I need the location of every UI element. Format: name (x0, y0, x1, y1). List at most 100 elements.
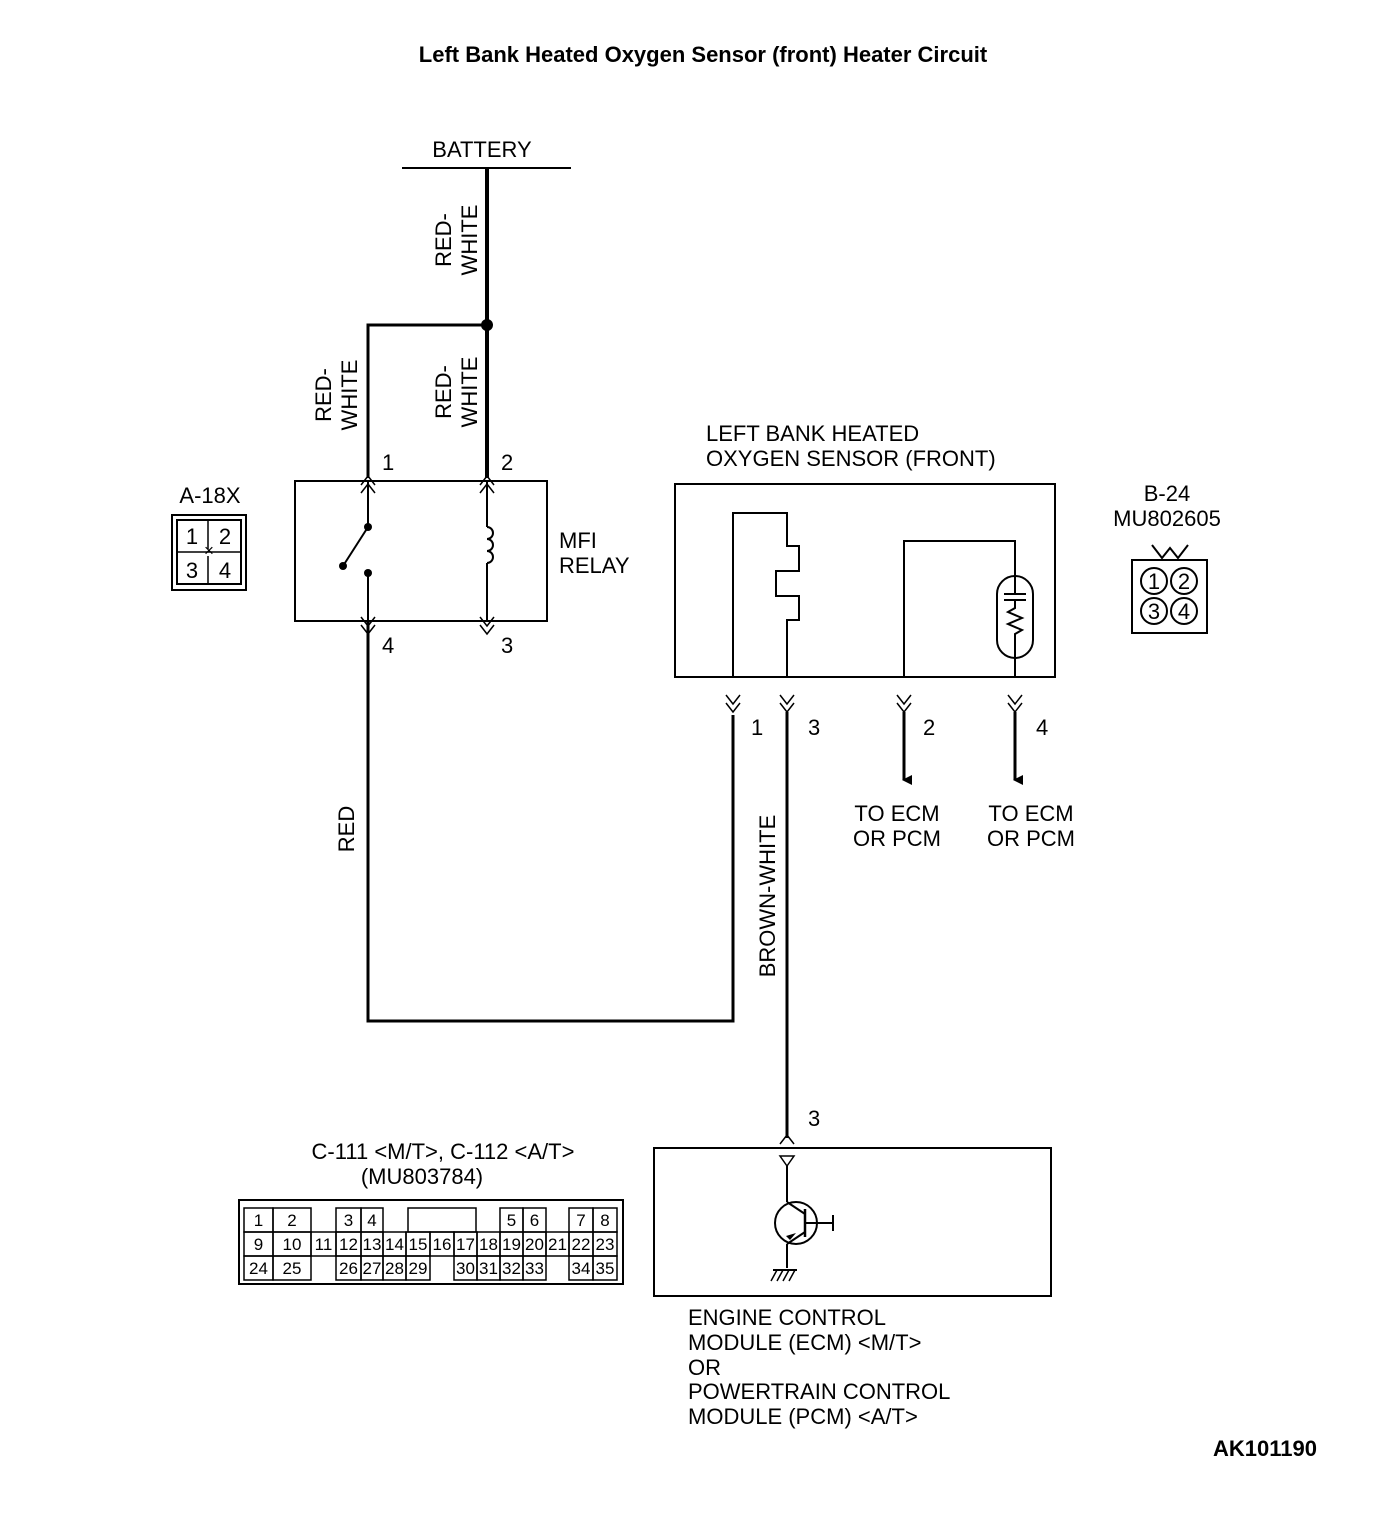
c111-pin-label: 1 (254, 1211, 263, 1230)
sensor-element-icon (996, 571, 1034, 677)
ecm-label-line4: POWERTRAIN CONTROL (688, 1379, 950, 1404)
a18x-pin1: 1 (186, 524, 198, 549)
red-wire (366, 621, 735, 1023)
relay-pin1-label: 1 (382, 450, 394, 475)
ecm-label-line3: OR (688, 1355, 721, 1380)
c111-pin-label: 32 (502, 1259, 521, 1278)
relay-switch-blade (342, 526, 369, 567)
connector-a18x-icon: × (171, 514, 247, 591)
wire-label-brown-white: BROWN-WHITE (755, 815, 780, 978)
c111-pin-label: 25 (283, 1259, 302, 1278)
to-ecm-a-line2: OR PCM (853, 826, 941, 851)
connector-c111-part: (MU803784) (361, 1164, 483, 1189)
ecm-label-line5: MODULE (PCM) <A/T> (688, 1404, 918, 1429)
sensor-box (674, 483, 1056, 678)
ecm-box (653, 1147, 1052, 1297)
c111-pin-label: 24 (249, 1259, 268, 1278)
wire-label-relay-pin2: RED- WHITE (431, 357, 482, 428)
c111-pin-label: 7 (576, 1211, 585, 1230)
ecm-pin3-label: 3 (808, 1106, 820, 1131)
connector-b24-label: B-24 (1144, 481, 1190, 506)
a18x-pin3: 3 (186, 558, 198, 583)
connector-b24-part: MU802605 (1113, 506, 1221, 531)
svg-text:RED-: RED- (311, 368, 336, 422)
svg-text:WHITE: WHITE (457, 205, 482, 276)
diagram-title: Left Bank Heated Oxygen Sensor (front) H… (419, 42, 988, 67)
sensor-pin2-label: 2 (923, 715, 935, 740)
relay-label-line2: RELAY (559, 553, 630, 578)
relay-pin4-label: 4 (382, 633, 394, 658)
mfi-relay-box (294, 480, 548, 622)
sensor-pin1-label: 1 (751, 715, 763, 740)
sensor-pin4-label: 4 (1036, 715, 1048, 740)
c111-pin-label: 14 (385, 1235, 404, 1254)
svg-text:RED-: RED- (431, 365, 456, 419)
svg-text:RED-: RED- (431, 213, 456, 267)
c111-pin-label: 2 (287, 1211, 296, 1230)
c111-key-block (407, 1207, 477, 1233)
c111-pin-cell (592, 1255, 618, 1281)
c111-pin-cell (522, 1255, 547, 1281)
wire-label-red: RED (334, 806, 359, 852)
c111-pin-label: 34 (572, 1259, 591, 1278)
sensor-pin3-terminal (779, 694, 795, 714)
to-ecm-b-line2: OR PCM (987, 826, 1075, 851)
wire-label-relay-pin1: RED- WHITE (311, 360, 362, 431)
ecm-label-line2: MODULE (ECM) <M/T> (688, 1330, 921, 1355)
c111-pin-label: 5 (507, 1211, 516, 1230)
sensor-pin3-label: 3 (808, 715, 820, 740)
ecm-label-line1: ENGINE CONTROL (688, 1305, 886, 1330)
figure-code: AK101190 (1213, 1436, 1317, 1461)
c111-pin-label: 16 (433, 1235, 452, 1254)
c111-pin-cell (272, 1255, 312, 1281)
c111-pin-label: 4 (367, 1211, 376, 1230)
c111-pin-label: 29 (409, 1259, 428, 1278)
relay-coil-icon (486, 526, 494, 564)
sensor-pin4-terminal (1007, 694, 1023, 714)
ecm-pin3-terminal (779, 1133, 795, 1145)
c111-pin-label: 19 (502, 1235, 521, 1254)
svg-text:WHITE: WHITE (337, 360, 362, 431)
relay-pin1-wire (366, 323, 487, 478)
c111-pin-label: 11 (315, 1235, 333, 1254)
heater-element-icon (732, 512, 800, 677)
svg-text:BROWN-WHITE: BROWN-WHITE (755, 815, 780, 978)
svg-text:WHITE: WHITE (457, 357, 482, 428)
c111-pin-label: 8 (600, 1211, 609, 1230)
c111-pin-label: 35 (596, 1259, 615, 1278)
c111-pin-label: 10 (283, 1235, 302, 1254)
connector-c111-title: C-111 <M/T>, C-112 <A/T> (312, 1139, 575, 1164)
b24-pin3: 3 (1148, 599, 1160, 624)
c111-pin-label: 27 (363, 1259, 382, 1278)
ground-icon (770, 1269, 797, 1282)
b24-pin1: 1 (1148, 569, 1160, 594)
c111-pin-label: 18 (479, 1235, 498, 1254)
relay-label-line1: MFI (559, 528, 597, 553)
c111-pin-cell (405, 1255, 431, 1281)
relay-pin3-label: 3 (501, 633, 513, 658)
c111-pin-label: 6 (530, 1211, 539, 1230)
sensor-label-line2: OXYGEN SENSOR (FRONT) (706, 446, 996, 471)
connector-c111-outer (238, 1199, 624, 1285)
c111-pin-label: 21 (548, 1235, 567, 1254)
c111-pin-label: 12 (339, 1235, 358, 1254)
c111-pin-label: 31 (479, 1259, 498, 1278)
c111-pin-label: 22 (572, 1235, 591, 1254)
connector-b24-icon (1131, 544, 1208, 634)
c111-pin-label: 20 (525, 1235, 544, 1254)
c111-pin-label: 33 (525, 1259, 544, 1278)
relay-pin2-label: 2 (501, 450, 513, 475)
sensor-internal-wire (903, 540, 1016, 677)
transistor-icon (774, 1155, 834, 1268)
wire-label-battery-feed: RED- WHITE (431, 205, 482, 276)
to-ecm-b-line1: TO ECM (988, 801, 1073, 826)
c111-pin-label: 9 (254, 1235, 263, 1254)
battery-label: BATTERY (432, 137, 532, 162)
connector-a18x-marker: × (204, 541, 214, 560)
relay-pin3-terminal (479, 616, 495, 636)
b24-pin4: 4 (1178, 599, 1190, 624)
c111-pin-label: 17 (456, 1235, 475, 1254)
c111-pin-label: 3 (344, 1211, 353, 1230)
